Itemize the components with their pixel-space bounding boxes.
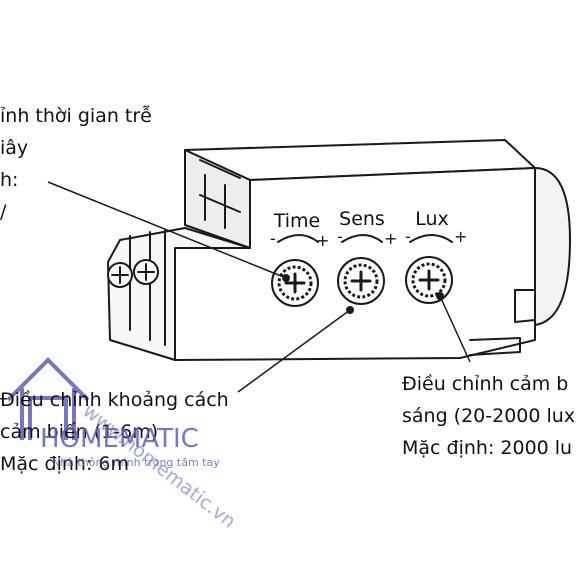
lux-note-line: Mặc định: 2000 lu (402, 437, 573, 459)
knob-minus-time: - (270, 229, 276, 248)
watermark-brand: HOMEMATIC (40, 424, 199, 454)
time-note-line: ỉnh thời gian trễ (0, 105, 152, 127)
time-note-line: h: (0, 169, 19, 191)
sens-note-line: Điều chỉnh khoảng cách (0, 389, 229, 411)
leader-dot-lux (436, 292, 444, 300)
watermark-brand-home: HOME (40, 424, 119, 454)
knob-plus-sens: + (384, 229, 397, 248)
knob-time[interactable] (271, 259, 319, 307)
knob-label-sens: Sens (339, 208, 385, 230)
leader-line-time (47, 181, 287, 279)
lux-note: Điều chỉnh cảm b sáng (20-2000 lux Mặc đ… (402, 368, 580, 464)
leader-dot-sens (346, 306, 354, 314)
lux-note-line: sáng (20-2000 lux (402, 405, 576, 427)
sens-note-line: Mặc định: 6m (0, 453, 129, 475)
knob-lux[interactable] (405, 256, 453, 304)
lux-note-line: Điều chỉnh cảm b (402, 373, 569, 395)
time-note-line: iây (0, 137, 29, 159)
leader-line-sens (237, 309, 351, 393)
knob-minus-lux: - (405, 227, 411, 246)
sens-note: Điều chỉnh khoảng cách cảm biến (1-6m) M… (0, 384, 229, 480)
time-note: ỉnh thời gian trễ iây h: / (0, 100, 152, 228)
watermark-brand-matic: MATIC (118, 424, 199, 454)
house-logo-icon (6, 357, 90, 440)
sens-note-line: cảm biến (1-6m) (0, 421, 159, 443)
knob-plus-time: + (316, 231, 329, 250)
knob-sens[interactable] (337, 257, 385, 305)
leader-dot-time (282, 274, 290, 282)
end-cap (534, 167, 571, 326)
watermark-tagline: Nhà thông minh trong tầm tay (52, 456, 220, 469)
time-note-line: / (0, 201, 7, 223)
knob-label-lux: Lux (415, 208, 449, 230)
knob-label-time: Time (273, 210, 321, 232)
mount-clip (514, 289, 536, 323)
knob-plus-lux: + (454, 227, 467, 246)
leader-line-lux (439, 295, 471, 363)
knob-minus-sens: - (337, 227, 343, 246)
